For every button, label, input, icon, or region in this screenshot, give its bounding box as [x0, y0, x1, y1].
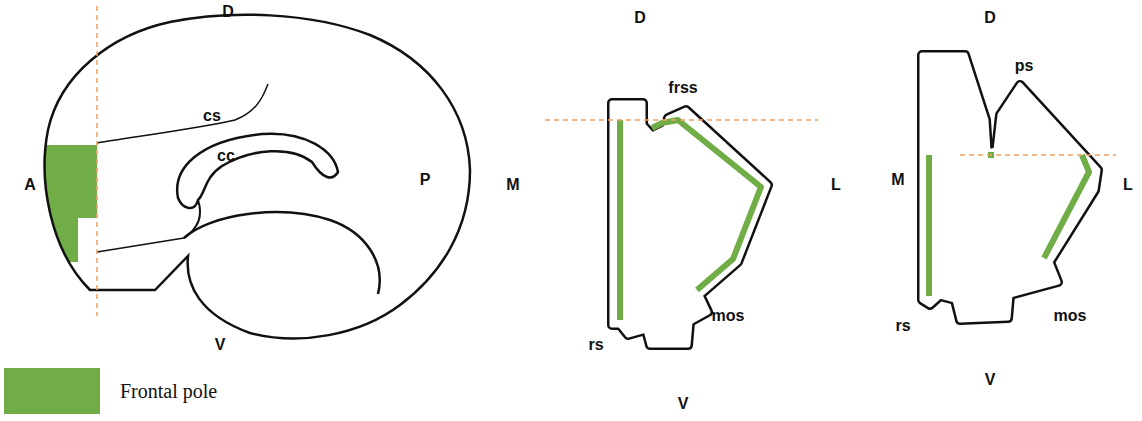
hemisphere-outline — [45, 15, 470, 339]
frontal-pole-strip — [652, 120, 761, 290]
legend-label: Frontal pole — [120, 380, 217, 403]
coronal-section — [612, 103, 768, 345]
section-line — [960, 154, 1116, 156]
anatomical-label: V — [985, 372, 996, 388]
anatomical-label: M — [891, 172, 904, 188]
anatomical-label: V — [678, 396, 689, 412]
temporal-boundary — [184, 212, 380, 294]
anatomical-label: L — [1123, 177, 1133, 193]
section-line — [96, 6, 98, 316]
frontal-pole-strip — [926, 155, 932, 296]
orbital-line — [97, 238, 184, 252]
anatomical-label: A — [24, 177, 36, 193]
anatomical-label: frss — [668, 80, 697, 96]
anatomical-label: ps — [1015, 58, 1034, 74]
anatomical-label: mos — [1054, 308, 1087, 324]
frontal-pole-strip — [1044, 155, 1089, 258]
anatomical-label: D — [222, 4, 234, 20]
anatomical-label: rs — [588, 337, 603, 353]
corpus-callosum — [177, 134, 338, 208]
coronal-section-inner — [612, 103, 768, 345]
anatomical-label: D — [634, 10, 646, 26]
anatomical-label: cc — [217, 148, 235, 164]
anatomical-label: cs — [203, 108, 221, 124]
anatomical-label: L — [831, 177, 841, 193]
coronal-section — [922, 55, 1098, 320]
anatomical-label: V — [215, 337, 226, 353]
sulcus-line — [97, 84, 268, 143]
coronal-section-inner — [922, 55, 1098, 320]
anatomical-label: rs — [895, 318, 910, 334]
anatomical-label: mos — [712, 308, 745, 324]
legend-swatch — [4, 368, 100, 414]
legend-entry: Frontal pole — [4, 368, 217, 414]
fornix-line — [184, 200, 200, 238]
anatomical-label: P — [420, 172, 431, 188]
anatomical-label: D — [984, 10, 996, 26]
frontal-pole-strip — [617, 120, 623, 320]
section-line — [545, 119, 818, 121]
anatomical-label: M — [506, 177, 519, 193]
